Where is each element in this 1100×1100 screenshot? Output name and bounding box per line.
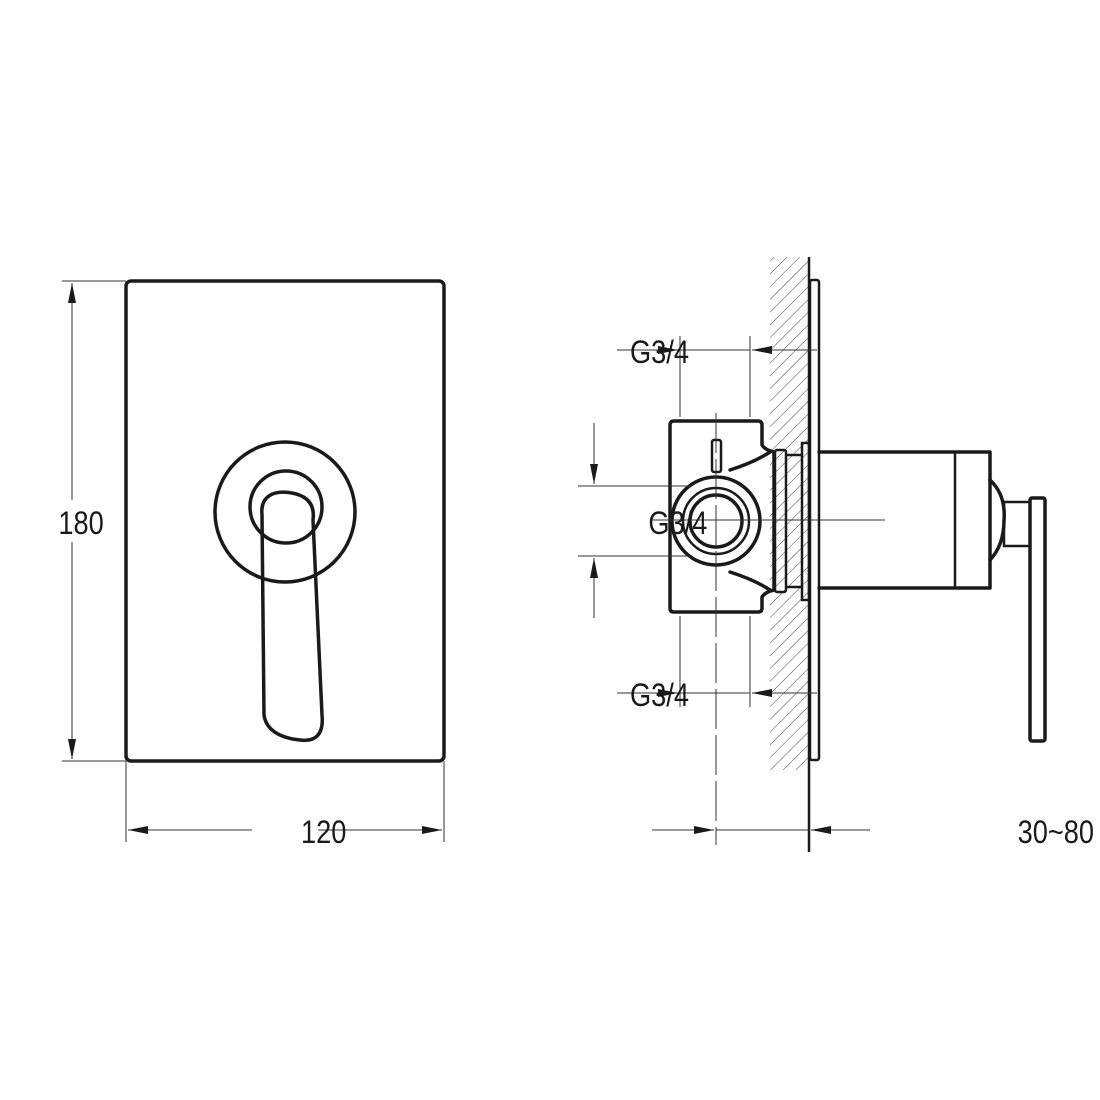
handle-base [248, 469, 324, 545]
handle-dome [988, 478, 1006, 562]
collar [773, 448, 788, 594]
depth-dimension-label: 30~80 [1018, 815, 1094, 851]
escutcheon-ring [213, 440, 357, 584]
width-dimension-label: 120 [301, 815, 346, 851]
height-dimension-label: 180 [58, 506, 103, 542]
cover-plate [124, 279, 446, 763]
lever-side [1028, 496, 1047, 743]
center-connection-label: G3/4 [648, 506, 707, 542]
front-view: 180 120 [46, 279, 446, 851]
cartridge-sleeve [817, 450, 992, 590]
valve-body [668, 419, 776, 614]
bottom-connection-label: G3/4 [630, 678, 689, 714]
flange [800, 441, 811, 602]
lever-handle [260, 490, 324, 743]
top-connection-label: G3/4 [630, 335, 689, 371]
side-view: G3/4 G3/4 G3/4 30~80 [578, 257, 1094, 852]
handle-stem [1002, 500, 1032, 548]
